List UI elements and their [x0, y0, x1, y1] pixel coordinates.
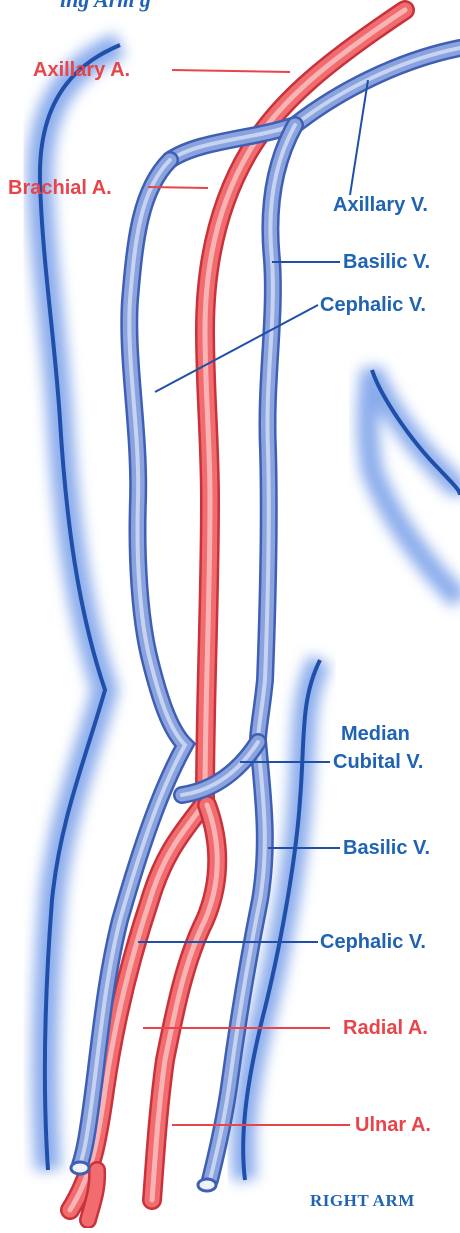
- label-brachial-artery: Brachial A.: [8, 176, 112, 200]
- leader-brachial-a: [148, 187, 208, 188]
- label-radial-artery: Radial A.: [343, 1016, 428, 1040]
- label-cephalic-vein-lower: Cephalic V.: [320, 930, 426, 954]
- label-median-cubital-vein-line1: Median: [341, 722, 410, 746]
- label-basilic-vein-upper: Basilic V.: [343, 250, 430, 274]
- label-ulnar-artery: Ulnar A.: [355, 1113, 431, 1137]
- caption-right-arm: RIGHT ARM: [310, 1191, 415, 1211]
- label-cephalic-vein-upper: Cephalic V.: [320, 293, 426, 317]
- label-axillary-artery: Axillary A.: [33, 58, 130, 82]
- header-fragment: ing Arm g: [60, 0, 151, 13]
- label-median-cubital-vein-line2: Cubital V.: [333, 750, 423, 774]
- label-basilic-vein-lower: Basilic V.: [343, 836, 430, 860]
- leader-cephalic-v-upper: [155, 305, 318, 392]
- leader-axillary-a: [172, 70, 290, 72]
- label-axillary-vein: Axillary V.: [333, 193, 428, 217]
- median-cubital-vein: [182, 742, 258, 795]
